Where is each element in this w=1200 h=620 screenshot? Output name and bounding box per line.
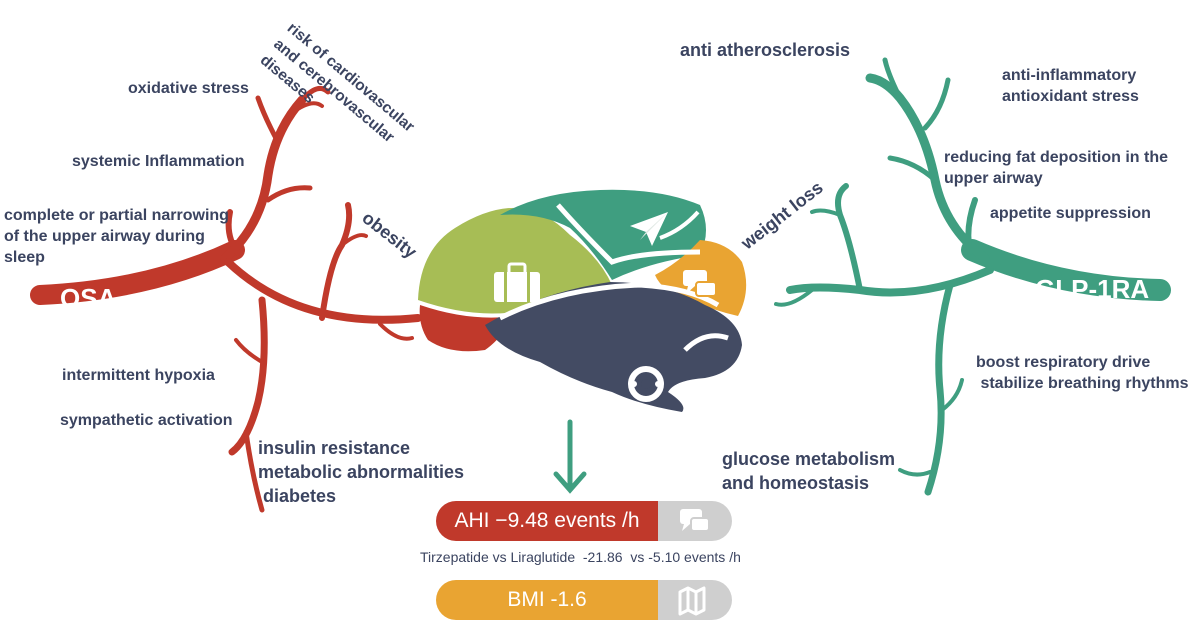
glp-twig-antiinflam [922, 77, 951, 131]
ahi-pill-tail [658, 501, 732, 541]
brain-lobe-teal [500, 189, 706, 280]
ahi-pill: AHI −9.48 events /h [436, 501, 732, 541]
suitcase-icon [494, 262, 540, 302]
osa-twig-oxidative [255, 95, 281, 145]
map-icon [678, 586, 706, 616]
osa-branch-obesity [224, 258, 422, 324]
brain-groove-1 [556, 203, 701, 265]
brain-lobe-red [419, 305, 515, 352]
brain-lobe-green [418, 207, 612, 314]
label-appetite-suppression: appetite suppression [990, 205, 1151, 222]
label-oxidative-stress: oxidative stress [128, 80, 249, 97]
down-arrow [553, 419, 587, 494]
osa-twig-obesity-upper [319, 202, 353, 321]
brain-lobe-navy [485, 282, 742, 412]
glp-root-label: GLP-1RA [1035, 274, 1150, 304]
osa-root-label: OSA [60, 283, 117, 313]
osa-branch-upper-tip [299, 85, 331, 103]
label-respiratory-drive: boost respiratory drive stabilize breath… [976, 354, 1189, 392]
glp-twig-lower-right [940, 378, 964, 412]
label-intermittent-hypoxia: intermittent hypoxia [62, 367, 215, 384]
label-anti-atherosclerosis: anti atherosclerosis [680, 40, 851, 60]
label-systemic-inflammation: systemic Inflammation [72, 153, 245, 170]
osa-twig-obesity-lower [378, 322, 414, 341]
label-insulin-resistance: insulin resistance metabolic abnormaliti… [258, 438, 465, 506]
label-sympathetic-activation: sympathetic activation [60, 412, 233, 429]
osa-twig-lower-tip [243, 429, 265, 513]
lifebuoy-icon [628, 366, 664, 402]
brain-groove-4 [659, 210, 700, 240]
chat-bubbles-icon [683, 270, 717, 297]
osa-trunk [30, 240, 245, 305]
bmi-pill-tail [658, 580, 732, 620]
bmi-pill: BMI -1.6 [436, 580, 732, 620]
glp-branch-lower [924, 281, 954, 496]
label-anti-inflammatory: anti-inflammatory antioxidant stress [1002, 67, 1139, 105]
brain [418, 189, 747, 412]
glp-trunk [961, 239, 1171, 301]
glp-branch-appetite [965, 197, 978, 255]
glp-twig-athero [882, 57, 903, 101]
glp-twig-lower-left [898, 468, 932, 477]
bmi-value: BMI -1.6 [436, 580, 658, 620]
label-reducing-fat: reducing fat deposition in the upper air… [944, 149, 1168, 187]
glp-twig-fat [887, 155, 938, 183]
osa-branch-lower [228, 296, 268, 456]
brain-groove-3 [683, 333, 729, 352]
glp-twig-weight-up [835, 183, 863, 293]
comparison-note: Tirzepatide vs Liraglutide -21.86 vs -5.… [420, 549, 741, 565]
paper-plane-icon [630, 212, 668, 246]
osa-twig-inflammation [265, 185, 313, 203]
osa-branch-narrowing [225, 209, 241, 256]
label-airway-narrowing: complete or partial narrowing of the upp… [4, 207, 229, 266]
glp-twig-weight-down [774, 288, 814, 307]
osa-twig-obesity-small [340, 233, 368, 247]
ahi-value: AHI −9.48 events /h [436, 501, 658, 541]
osa-tree [30, 85, 422, 513]
glp-tree [774, 57, 1171, 496]
glp-twig-weight-left [810, 208, 842, 217]
label-glucose-metabolism: glucose metabolism and homeostasis [722, 449, 896, 493]
osa-twig-hypoxia [234, 338, 264, 364]
glp-branch-weight [786, 266, 994, 297]
osa-branch-upper [220, 95, 307, 263]
osa-twig-cardio [290, 101, 324, 115]
chat-bubbles-icon [680, 509, 710, 532]
glp-branch-upper [865, 73, 990, 263]
